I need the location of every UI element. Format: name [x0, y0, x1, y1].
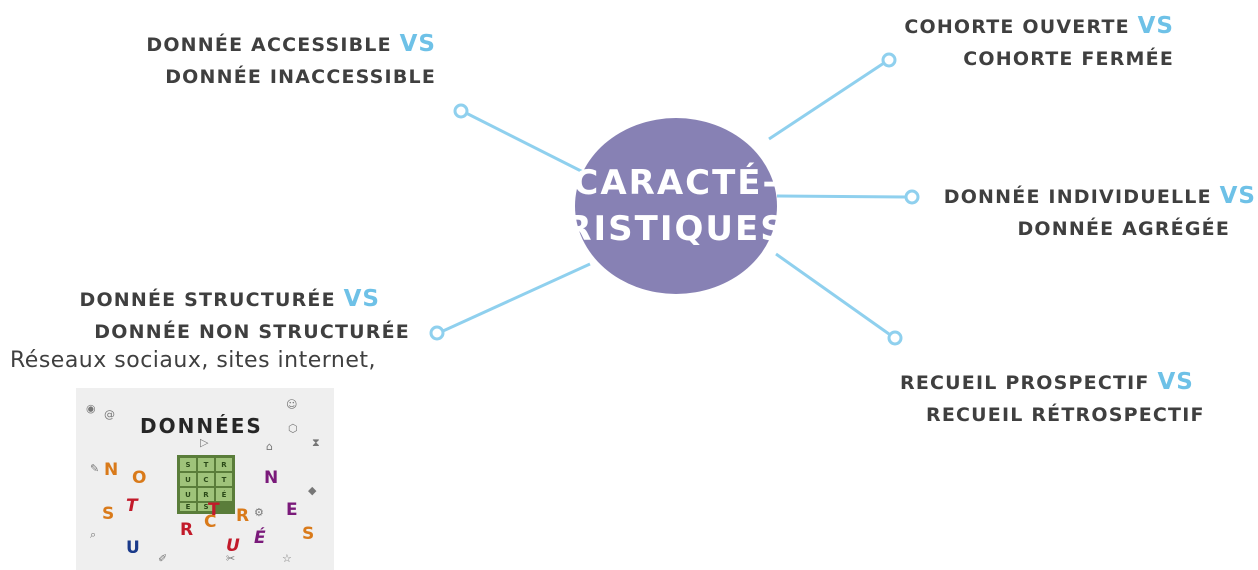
scattered-letter: S [302, 524, 315, 544]
vs-label: VS [343, 286, 380, 312]
vs-label: VS [399, 31, 436, 57]
grid-letter: T [198, 458, 214, 471]
central-node: CARACTÉ- RISTIQUES [565, 118, 785, 294]
magnifier-icon: ⌕ [90, 528, 97, 541]
branch-cohort: COHORTE OUVERTE VS COHORTE FERMÉE [904, 10, 1174, 75]
vs-label: VS [1137, 13, 1174, 39]
scattered-letter: R [236, 506, 250, 526]
gear-icon: ⚙ [254, 506, 264, 519]
scattered-letter: E [286, 500, 298, 520]
branch-structure-b: DONNÉE NON STRUCTURÉE [94, 321, 410, 343]
pencil-icon: ✎ [90, 462, 100, 475]
branch-structure: DONNÉE STRUCTURÉE VS DONNÉE NON STRUCTUR… [79, 283, 408, 348]
branch-cohort-b: COHORTE FERMÉE [963, 48, 1174, 70]
branch-accessibility: DONNÉE ACCESSIBLE VS DONNÉE INACCESSIBLE [146, 28, 436, 93]
connector-mid-right [776, 194, 907, 199]
bell-icon: ⌂ [266, 440, 273, 453]
grid-letter: R [216, 458, 232, 471]
at-icon: @ [104, 408, 115, 421]
scattered-letter: T [126, 496, 138, 516]
branch-cohort-a: COHORTE OUVERTE [904, 16, 1130, 38]
branch-structure-a: DONNÉE STRUCTURÉE [79, 289, 336, 311]
illustration-title: DONNÉES [140, 414, 263, 438]
pen-icon: ✐ [158, 552, 168, 565]
branch-accessibility-a: DONNÉE ACCESSIBLE [146, 34, 392, 56]
scattered-letter: O [132, 468, 147, 488]
branch-collection-b: RECUEIL RÉTROSPECTIF [926, 404, 1205, 426]
node-top-right [881, 52, 897, 68]
connector-top-right [768, 61, 885, 141]
grid-letter: S [180, 458, 196, 471]
scattered-letter: R [180, 520, 194, 540]
grid-letter: C [198, 473, 214, 486]
connector-bot-right [775, 252, 890, 336]
cube-icon: ⬡ [288, 422, 298, 435]
grid-letter: R [198, 488, 214, 501]
center-line-1: CARACTÉ- [573, 163, 779, 203]
structure-examples: Réseaux sociaux, sites internet, [10, 348, 376, 373]
node-bot-left [429, 325, 445, 341]
globe-icon: ◉ [86, 402, 96, 415]
grid-letter: U [180, 488, 196, 501]
branch-granularity-b: DONNÉE AGRÉGÉE [1017, 218, 1230, 240]
grid-letter: E [180, 503, 196, 511]
branch-granularity: DONNÉE INDIVIDUELLE VS DONNÉE AGRÉGÉE [944, 180, 1256, 245]
scattered-letter: É [254, 528, 266, 548]
smiley-icon: ☺ [286, 398, 298, 411]
vs-label: VS [1157, 369, 1194, 395]
scattered-letter: N [104, 460, 119, 480]
grid-letter: É [216, 488, 232, 501]
scattered-letter: S [102, 504, 115, 524]
grid-letter: T [216, 473, 232, 486]
node-top-left [453, 103, 469, 119]
branch-accessibility-b: DONNÉE INACCESSIBLE [165, 66, 436, 88]
tag-icon: ◆ [308, 484, 317, 497]
grid-letter: U [180, 473, 196, 486]
branch-collection: RECUEIL PROSPECTIF VS RECUEIL RÉTROSPECT… [900, 366, 1205, 431]
node-bot-right [887, 330, 903, 346]
branch-collection-a: RECUEIL PROSPECTIF [900, 372, 1150, 394]
scattered-letter: U [126, 538, 140, 558]
connector-top-left [465, 111, 584, 174]
play-icon: ▷ [200, 436, 209, 449]
hourglass-icon: ⧗ [312, 436, 320, 449]
grid-letter: S [198, 503, 214, 511]
branch-granularity-a: DONNÉE INDIVIDUELLE [943, 186, 1212, 208]
scissors-icon: ✂ [226, 552, 236, 565]
scattered-letter: U [226, 536, 240, 556]
vs-label: VS [1219, 183, 1256, 209]
star-icon: ☆ [282, 552, 292, 565]
center-line-2: RISTIQUES [565, 209, 787, 249]
scattered-letter: C [204, 512, 217, 532]
scattered-letter: T [208, 500, 220, 520]
node-mid-right [904, 189, 920, 205]
scattered-letter: N [264, 468, 279, 488]
connector-bot-left [442, 262, 591, 333]
